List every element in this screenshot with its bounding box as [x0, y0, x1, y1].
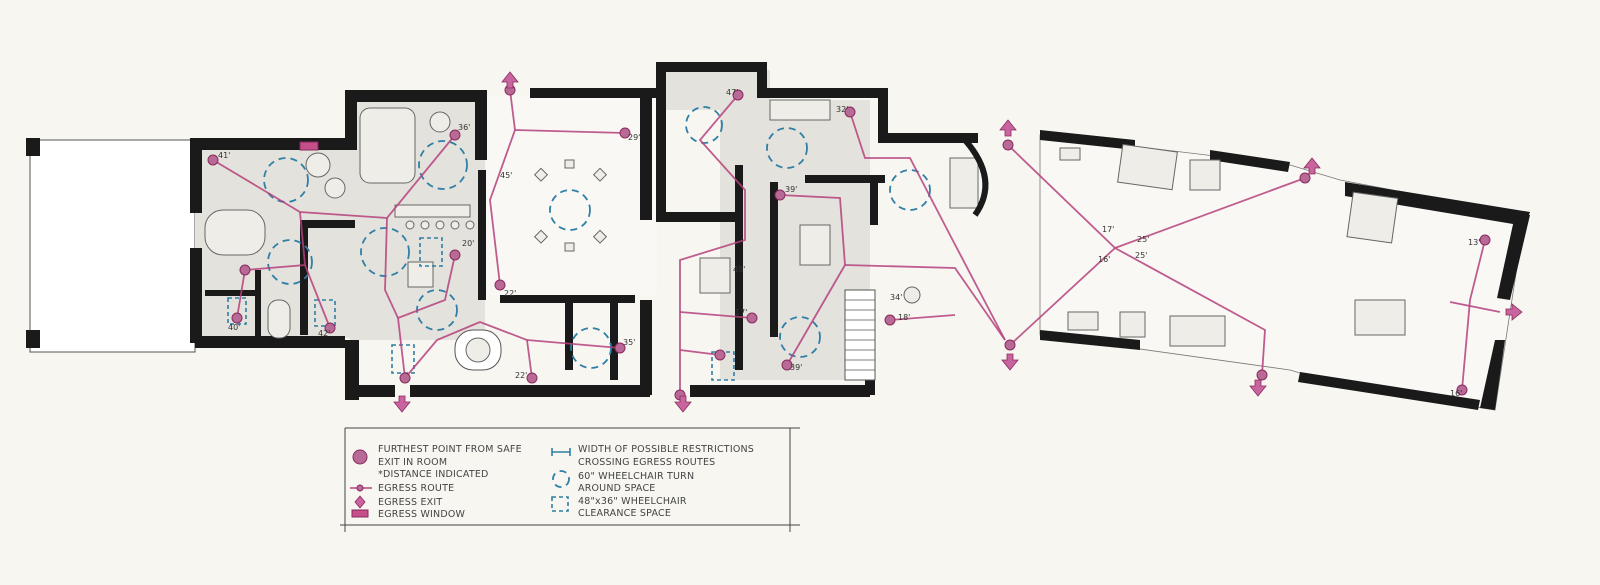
legend-egress-exit: EGRESS EXIT [378, 497, 442, 508]
legend-furthest-point-symbol [352, 449, 368, 465]
distance-label: 25' [1137, 235, 1149, 244]
legend-egress-window: EGRESS WINDOW [378, 509, 466, 520]
wheelchair-turn-circles [263, 106, 931, 369]
legend-egress-window-symbol [351, 509, 369, 518]
legend-furthest-point-line1: FURTHEST POINT FROM SAFE [378, 444, 522, 455]
distance-label: 20' [462, 239, 474, 248]
legend: FURTHEST POINT FROM SAFE EXIT IN ROOM *D… [340, 427, 800, 532]
distance-label: 29' [628, 133, 640, 142]
garage [26, 138, 196, 353]
legend-wheelchair-clearance-line2: CLEARANCE SPACE [578, 508, 671, 519]
legend-wheelchair-clearance-symbol [551, 496, 569, 512]
distance-label: 45' [500, 171, 512, 180]
egress-routes [212, 89, 1501, 395]
legend-egress-route: EGRESS ROUTE [378, 483, 454, 494]
distance-label: 42' [318, 329, 330, 338]
distance-label: 35' [623, 338, 635, 347]
legend-furthest-point-line3: *DISTANCE INDICATED [378, 469, 489, 480]
distance-label: 25' [1135, 251, 1147, 260]
distance-label: 39' [785, 185, 797, 194]
legend-width-restriction-line1: WIDTH OF POSSIBLE RESTRICTIONS [578, 444, 754, 455]
legend-wheelchair-turn-line1: 60" WHEELCHAIR TURN [578, 471, 694, 482]
distance-label: 17' [735, 308, 747, 317]
legend-egress-exit-symbol [354, 495, 366, 509]
distance-label: 41' [218, 151, 230, 160]
legend-width-restriction-symbol [551, 448, 571, 456]
distance-label: 47' [726, 88, 738, 97]
legend-width-restriction-line2: CROSSING EGRESS ROUTES [578, 457, 715, 468]
egress-exits [393, 71, 1523, 413]
distance-label: 36' [458, 123, 470, 132]
distance-label: 13' [1468, 238, 1480, 247]
distance-label: 40' [228, 323, 240, 332]
distance-labels: 41' 36' 40' 42' 20' 22' 29' 45' 22' 35' … [218, 88, 1480, 398]
distance-label: 32' [836, 105, 848, 114]
distance-label: 16' [1098, 255, 1110, 264]
distance-label: 48' [733, 265, 745, 274]
distance-label: 34' [890, 293, 902, 302]
right-wing [1039, 130, 1530, 411]
left-wing [190, 90, 487, 400]
legend-wheelchair-turn-symbol [552, 470, 570, 488]
middle-wing [656, 62, 989, 397]
distance-label: 22' [504, 289, 516, 298]
furthest-points [207, 84, 1491, 401]
distance-label: 18' [898, 313, 910, 322]
legend-wheelchair-clearance-line1: 48"x36" WHEELCHAIR [578, 496, 687, 507]
distance-label: 22' [515, 371, 527, 380]
distance-label: 16' [1450, 389, 1462, 398]
legend-furthest-point-line2: EXIT IN ROOM [378, 457, 447, 468]
distance-label: 39' [790, 363, 802, 372]
distance-label: 17' [1102, 225, 1114, 234]
legend-wheelchair-turn-line2: AROUND SPACE [578, 483, 656, 494]
